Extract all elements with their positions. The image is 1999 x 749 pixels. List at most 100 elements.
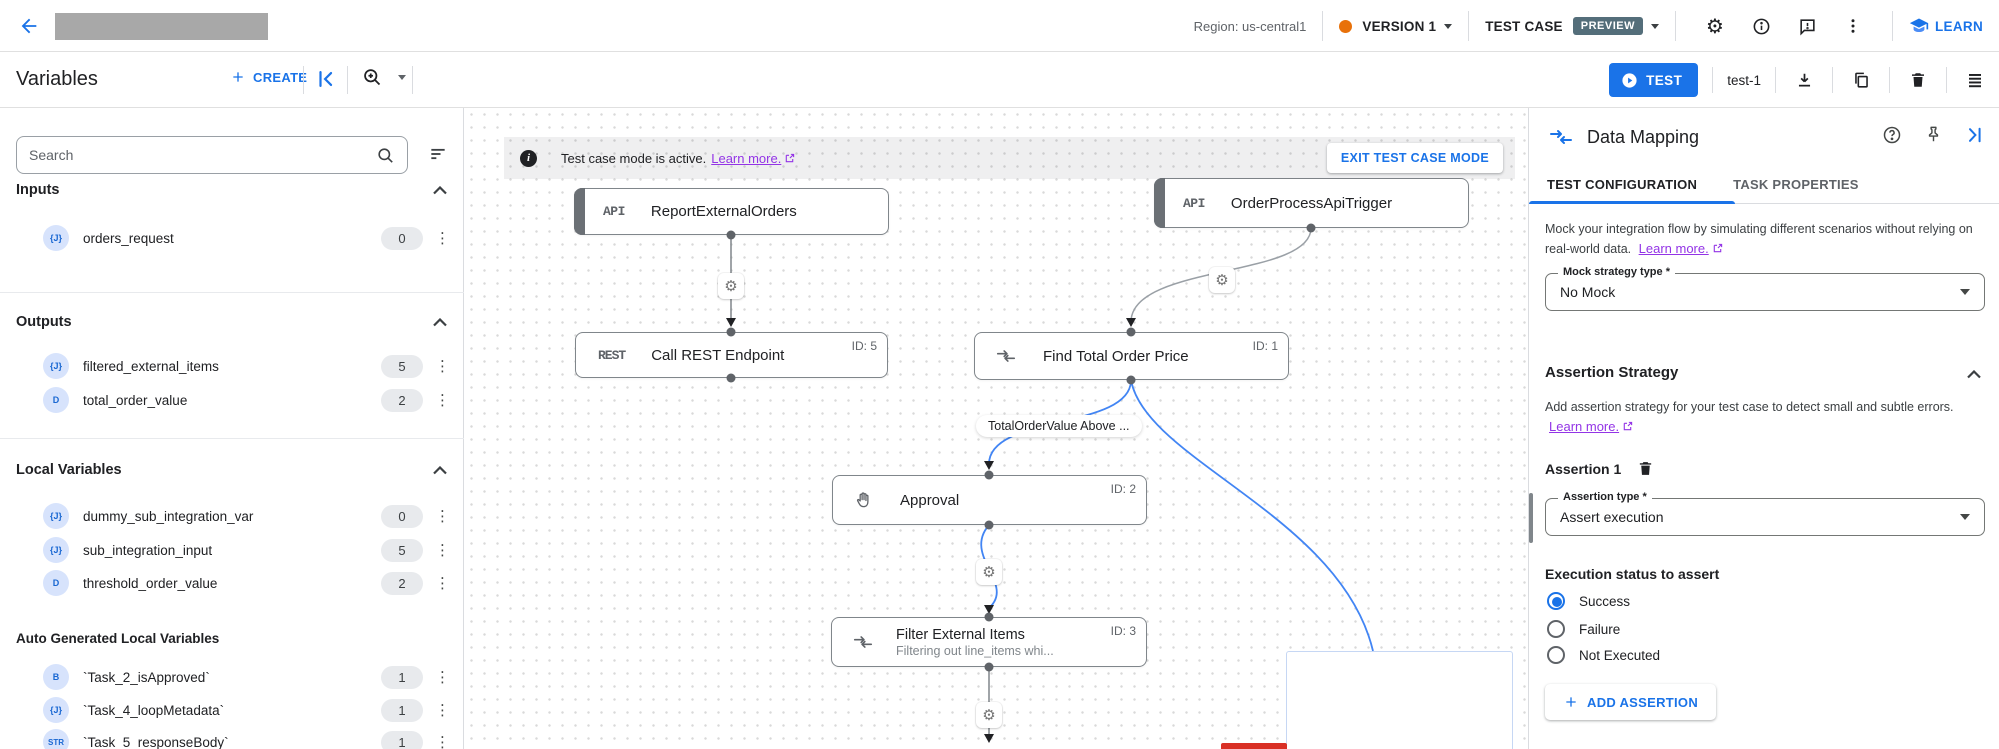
row-menu-icon[interactable]: ⋮ <box>435 573 450 592</box>
tab-task-properties[interactable]: TASK PROPERTIES <box>1733 177 1859 192</box>
edge-gear-icon[interactable]: ⚙ <box>1209 267 1235 293</box>
radio-success[interactable]: Success <box>1547 592 1630 610</box>
row-menu-icon[interactable]: ⋮ <box>435 732 450 749</box>
banner-learn-more-link[interactable]: Learn more. <box>711 151 795 166</box>
play-icon <box>1622 72 1637 88</box>
execution-status-label: Execution status to assert <box>1545 566 1720 582</box>
assertion-type-select[interactable]: Assertion type * Assert execution <box>1545 491 1985 536</box>
mock-strategy-select[interactable]: Mock strategy type * No Mock <box>1545 266 1985 311</box>
approval-hand-icon <box>853 490 874 511</box>
zoom-control[interactable] <box>362 67 406 88</box>
variable-row[interactable]: B `Task_2_isApproved` 1 ⋮ <box>0 663 464 691</box>
variable-row[interactable]: {J} orders_request 0 ⋮ <box>0 224 464 252</box>
learn-more-link[interactable]: Learn more. <box>1549 419 1633 434</box>
node-filter-external-items[interactable]: Filter External Items Filtering out line… <box>831 617 1147 667</box>
log-list-icon[interactable] <box>1961 66 1989 94</box>
test-button[interactable]: TEST <box>1609 63 1699 97</box>
search-input[interactable] <box>29 147 376 163</box>
divider <box>0 292 464 293</box>
rest-badge: REST <box>598 347 626 363</box>
sort-icon[interactable] <box>428 144 448 169</box>
collapse-panel-icon[interactable] <box>315 68 337 95</box>
panel-scrollbar[interactable] <box>1529 493 1533 543</box>
offscreen-node-placeholder <box>1286 651 1513 749</box>
variable-row[interactable]: D threshold_order_value 2 ⋮ <box>0 569 464 597</box>
variable-row[interactable]: STR `Task_5_responseBody` 1 ⋮ <box>0 728 464 749</box>
version-selector[interactable]: VERSION 1 <box>1362 18 1437 34</box>
pin-icon[interactable] <box>1924 125 1943 149</box>
radio-button[interactable] <box>1547 592 1565 610</box>
edge-gear-icon[interactable]: ⚙ <box>976 559 1002 585</box>
node-call-rest-endpoint[interactable]: REST Call REST Endpoint ID: 5 <box>575 332 888 378</box>
variable-name: total_order_value <box>83 392 188 408</box>
chevron-up-icon[interactable] <box>433 185 447 195</box>
chevron-up-icon[interactable] <box>433 465 447 475</box>
json-type-icon: {J} <box>43 225 69 251</box>
settings-gear-icon[interactable]: ⚙ <box>1706 14 1724 38</box>
help-icon[interactable] <box>1882 125 1902 150</box>
section-header-inputs[interactable]: Inputs <box>16 182 447 198</box>
feedback-icon[interactable] <box>1793 12 1821 40</box>
delete-icon[interactable] <box>1904 66 1932 94</box>
node-approval[interactable]: Approval ID: 2 <box>832 475 1147 525</box>
row-menu-icon[interactable]: ⋮ <box>435 540 450 559</box>
node-title: OrderProcessApiTrigger <box>1230 194 1393 212</box>
variable-row[interactable]: {J} sub_integration_input 5 ⋮ <box>0 536 464 564</box>
chevron-up-icon[interactable] <box>1967 366 1981 384</box>
divider <box>1468 11 1470 41</box>
info-icon[interactable] <box>1747 12 1775 40</box>
node-report-external-orders[interactable]: API ReportExternalOrders <box>574 188 889 235</box>
json-type-icon: {J} <box>43 697 69 723</box>
panel-tabs: TEST CONFIGURATION TASK PROPERTIES <box>1529 166 1999 204</box>
search-box[interactable] <box>16 136 408 174</box>
row-menu-icon[interactable]: ⋮ <box>435 228 450 247</box>
radio-not-executed[interactable]: Not Executed <box>1547 646 1660 664</box>
add-assertion-button[interactable]: ADD ASSERTION <box>1545 684 1717 720</box>
section-header-local-variables[interactable]: Local Variables <box>16 462 447 478</box>
chevron-down-icon <box>398 75 406 80</box>
variables-panel: Inputs {J} orders_request 0 ⋮ Outputs {J… <box>0 108 464 749</box>
node-order-process-api-trigger[interactable]: API OrderProcessApiTrigger <box>1154 178 1469 228</box>
variable-row[interactable]: {J} dummy_sub_integration_var 0 ⋮ <box>0 502 464 530</box>
usage-count-badge: 0 <box>381 504 423 528</box>
chevron-down-icon <box>1960 289 1970 295</box>
variable-row[interactable]: D total_order_value 2 ⋮ <box>0 386 464 414</box>
download-icon[interactable] <box>1790 66 1818 94</box>
section-title: Inputs <box>16 182 60 198</box>
variable-row[interactable]: {J} filtered_external_items 5 ⋮ <box>0 352 464 380</box>
row-menu-icon[interactable]: ⋮ <box>435 700 450 719</box>
exit-test-case-mode-button[interactable]: EXIT TEST CASE MODE <box>1326 143 1503 173</box>
row-menu-icon[interactable]: ⋮ <box>435 667 450 686</box>
learn-more-link[interactable]: Learn more. <box>1639 241 1723 256</box>
chevron-down-icon[interactable] <box>1444 23 1453 29</box>
external-link-icon <box>1623 422 1633 431</box>
radio-button[interactable] <box>1547 620 1565 638</box>
edge-gear-icon[interactable]: ⚙ <box>976 702 1002 728</box>
variable-row[interactable]: {J} `Task_4_loopMetadata` 1 ⋮ <box>0 696 464 724</box>
create-variable-button[interactable]: CREATE <box>230 69 307 85</box>
learn-link[interactable]: LEARN <box>1909 16 1983 36</box>
section-header-outputs[interactable]: Outputs <box>16 314 447 330</box>
tab-test-configuration[interactable]: TEST CONFIGURATION <box>1547 177 1698 192</box>
flow-canvas[interactable]: i Test case mode is active. Learn more. … <box>465 108 1528 749</box>
delete-assertion-icon[interactable] <box>1637 460 1654 477</box>
close-panel-icon[interactable] <box>1965 125 1985 150</box>
row-menu-icon[interactable]: ⋮ <box>435 506 450 525</box>
copy-icon[interactable] <box>1847 66 1875 94</box>
chevron-down-icon[interactable] <box>1651 23 1659 29</box>
edge-gear-icon[interactable]: ⚙ <box>718 273 744 299</box>
back-arrow-icon[interactable] <box>16 13 42 39</box>
radio-failure[interactable]: Failure <box>1547 620 1620 638</box>
data-mapping-icon <box>995 345 1017 367</box>
divider <box>1712 67 1714 93</box>
radio-button[interactable] <box>1547 646 1565 664</box>
row-menu-icon[interactable]: ⋮ <box>435 390 450 409</box>
test-case-name[interactable]: test-1 <box>1727 72 1761 88</box>
edge-condition-label[interactable]: TotalOrderValue Above ... <box>976 415 1142 437</box>
node-title: Find Total Order Price <box>1043 347 1189 365</box>
string-type-icon: STR <box>43 729 69 749</box>
more-options-icon[interactable] <box>1839 12 1867 40</box>
chevron-up-icon[interactable] <box>433 317 447 327</box>
node-find-total-order-price[interactable]: Find Total Order Price ID: 1 <box>974 332 1289 380</box>
row-menu-icon[interactable]: ⋮ <box>435 356 450 375</box>
